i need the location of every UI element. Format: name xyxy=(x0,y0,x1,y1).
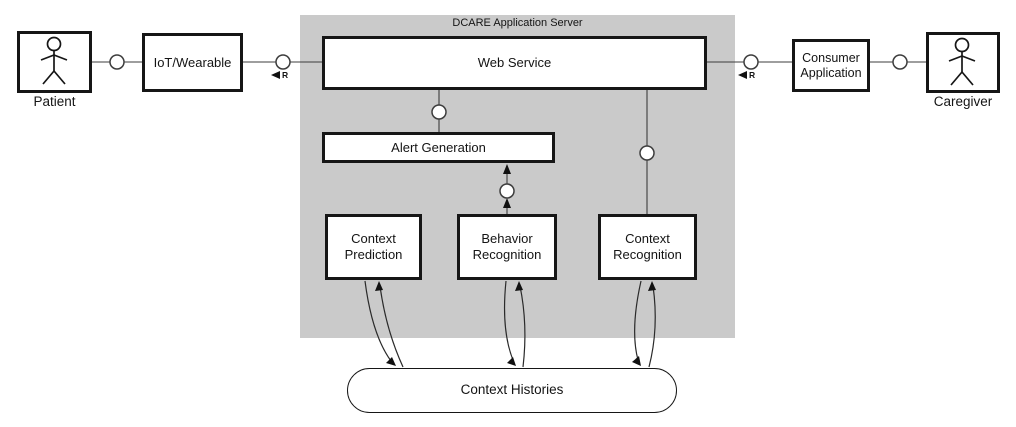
node-alert-generation: Alert Generation xyxy=(322,132,555,163)
node-iot-wearable-label: IoT/Wearable xyxy=(153,54,232,70)
interface-ball xyxy=(109,54,125,70)
node-context-prediction: Context Prediction xyxy=(325,214,422,280)
arrowhead-down xyxy=(386,357,396,366)
edge-patient-iot xyxy=(92,54,142,70)
actor-box-patient xyxy=(17,31,92,93)
node-web-service-label: Web Service xyxy=(477,55,552,71)
edge-consumer-caregiver xyxy=(870,54,926,70)
node-context-recognition: Context Recognition xyxy=(598,214,697,280)
interface-ball xyxy=(743,54,759,70)
interface-ball xyxy=(892,54,908,70)
required-arrow-icon xyxy=(271,71,280,79)
node-context-histories-label: Context Histories xyxy=(460,382,564,398)
actor-label-caregiver: Caregiver xyxy=(933,94,993,109)
node-behavior-recognition: Behavior Recognition xyxy=(457,214,557,280)
server-title: DCARE Application Server xyxy=(452,17,583,29)
required-interface-label-left: R xyxy=(282,70,289,80)
node-consumer-application-label: Consumer Application xyxy=(800,50,862,80)
required-arrow-icon xyxy=(738,71,747,79)
node-context-prediction-label: Context Prediction xyxy=(344,231,403,262)
arrowhead-down xyxy=(632,356,641,366)
actor-label-patient: Patient xyxy=(33,94,76,109)
node-behavior-recognition-label: Behavior Recognition xyxy=(472,231,542,262)
node-alert-generation-label: Alert Generation xyxy=(391,139,486,155)
arrowhead-down xyxy=(507,357,516,366)
interface-ball xyxy=(275,54,291,70)
node-context-histories: Context Histories xyxy=(347,368,677,413)
node-consumer-application: Consumer Application xyxy=(792,39,870,92)
node-web-service: Web Service xyxy=(322,36,707,90)
node-context-recognition-label: Context Recognition xyxy=(613,231,682,262)
actor-box-caregiver xyxy=(926,32,1000,93)
node-iot-wearable: IoT/Wearable xyxy=(142,33,243,92)
required-interface-label-right: R xyxy=(749,70,756,80)
